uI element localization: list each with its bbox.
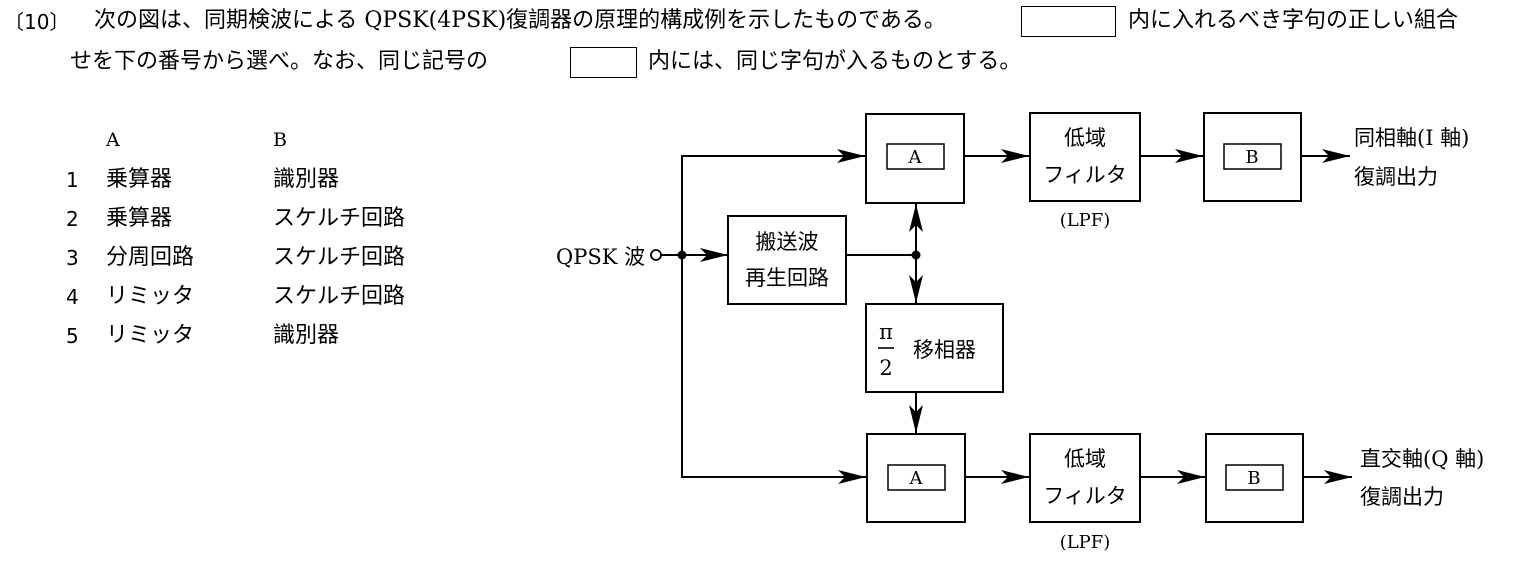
- option-number: 4: [66, 285, 79, 309]
- upper-label-b: B: [1245, 147, 1258, 168]
- upper-lpf-line2: フィルタ: [1043, 163, 1127, 187]
- upper-lpf-tag: (LPF): [1060, 210, 1111, 231]
- lower-label-a: A: [909, 468, 924, 489]
- option-a: リミッタ: [106, 284, 195, 309]
- lower-label-b: B: [1247, 468, 1260, 489]
- input-terminal: [650, 249, 662, 261]
- lower-blank-b: [1225, 464, 1284, 491]
- answer-blank: [570, 47, 637, 78]
- upper-label-a: A: [908, 147, 923, 168]
- upper-blank-a: [886, 143, 945, 170]
- option-number: 1: [66, 168, 79, 192]
- phase-shifter-numerator: π: [879, 320, 893, 344]
- input-label: QPSK 波: [556, 245, 645, 269]
- lower-lpf-line1: 低域: [1064, 447, 1106, 471]
- option-number: 5: [66, 324, 79, 348]
- question-text-line1b: 内に入れるべき字句の正しい組合: [1128, 8, 1459, 33]
- q-output-line2: 復調出力: [1360, 485, 1444, 509]
- options-header-b: B: [273, 129, 287, 151]
- lower-blank-a: [887, 464, 946, 491]
- question-text-line2a: せを下の番号から選べ。なお、同じ記号の: [70, 49, 489, 74]
- upper-lpf-block: [1029, 112, 1141, 202]
- answer-blank: [1021, 6, 1116, 37]
- option-b: スケルチ回路: [273, 245, 406, 270]
- phase-shifter-label: 移相器: [913, 338, 976, 362]
- lower-lpf-line2: フィルタ: [1043, 484, 1127, 508]
- lower-lpf-block: [1029, 433, 1141, 523]
- option-a: 乗算器: [106, 167, 173, 192]
- option-a: リミッタ: [106, 323, 195, 348]
- option-a: 乗算器: [106, 206, 173, 231]
- question-number: 〔10〕: [4, 10, 70, 34]
- option-b: 識別器: [273, 167, 340, 192]
- lower-lpf-tag: (LPF): [1060, 532, 1111, 553]
- wire-to-lower-mixer: [681, 255, 866, 484]
- lower-mixer-block: [866, 433, 966, 523]
- carrier-label-line1: 搬送波: [756, 230, 819, 254]
- question-text-line2b: 内には、同じ字句が入るものとする。: [648, 49, 1022, 74]
- option-number: 2: [66, 207, 79, 231]
- carrier-label-line2: 再生回路: [745, 266, 829, 290]
- upper-blank-b: [1223, 143, 1282, 170]
- phase-shifter-denominator: 2: [879, 356, 892, 380]
- i-output-line2: 復調出力: [1354, 165, 1438, 189]
- carrier-recovery-block: [727, 215, 847, 305]
- question-text-line1a: 次の図は、同期検波による QPSK(4PSK)復調器の原理的構成例を示したもので…: [94, 8, 946, 33]
- q-output-line1: 直交軸(Q 軸): [1360, 447, 1484, 471]
- option-number: 3: [66, 246, 79, 270]
- option-b: スケルチ回路: [273, 206, 406, 231]
- upper-lpf-line1: 低域: [1064, 126, 1106, 150]
- option-a: 分周回路: [106, 245, 195, 270]
- i-output-line1: 同相軸(I 軸): [1354, 126, 1469, 150]
- wire-to-upper-mixer: [681, 149, 865, 255]
- option-b: 識別器: [273, 323, 340, 348]
- option-b: スケルチ回路: [273, 284, 406, 309]
- options-header-a: A: [106, 129, 120, 151]
